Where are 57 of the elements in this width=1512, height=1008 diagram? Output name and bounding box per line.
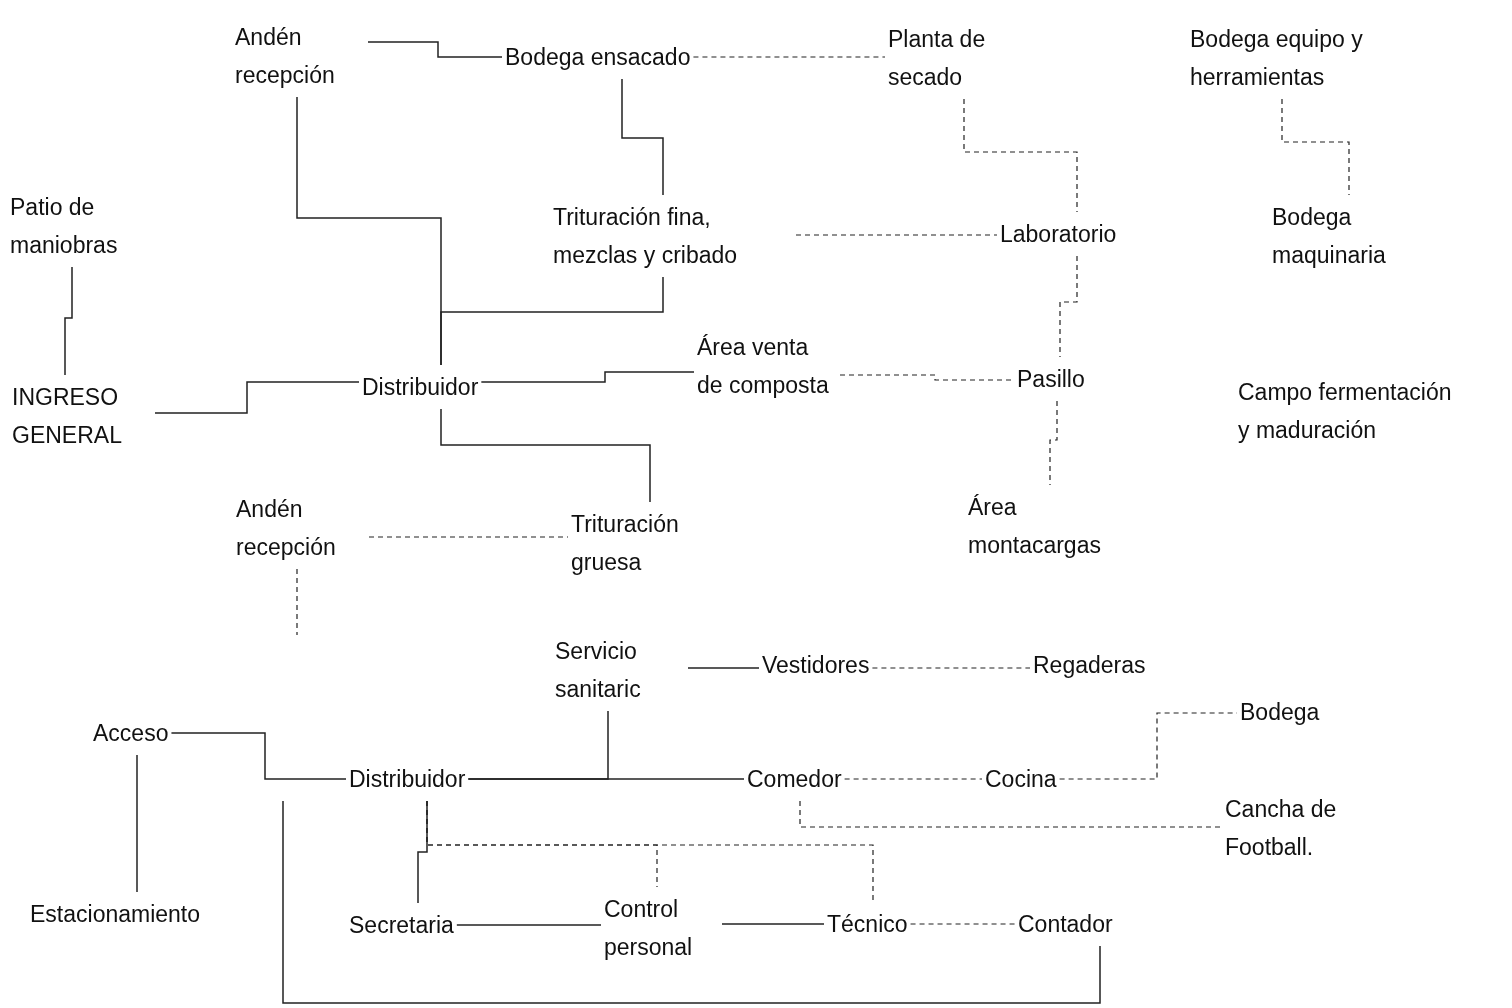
connector-line	[1281, 98, 1350, 196]
connector-line	[367, 41, 503, 58]
connector-line	[170, 732, 347, 780]
area-label: Área montacargas	[968, 488, 1118, 564]
area-label: Cocina	[985, 760, 1057, 798]
connector-line	[844, 778, 983, 780]
area-label: Acceso	[93, 714, 169, 752]
connector-line	[721, 923, 825, 925]
connector-line	[440, 408, 651, 503]
area-label: Servicio sanitaric	[555, 632, 685, 708]
area-label: Cancha de Football.	[1225, 790, 1365, 866]
connector-line	[456, 924, 602, 926]
area-label: Planta de secado	[888, 20, 1028, 96]
connector-line	[687, 667, 760, 669]
area-label: Secretaria	[349, 906, 454, 944]
area-label: Bodega maquinaria	[1272, 198, 1412, 274]
connector-line	[795, 234, 998, 236]
connector-line	[426, 800, 874, 903]
area-label: Patio de maniobras	[10, 188, 150, 264]
connector-line	[154, 381, 360, 414]
connector-line	[963, 98, 1078, 213]
connector-line	[440, 276, 664, 366]
area-label: Control personal	[604, 890, 719, 966]
area-label: Laboratorio	[1000, 215, 1117, 253]
connector-line	[467, 710, 609, 780]
area-label: INGRESO GENERAL	[12, 378, 152, 454]
area-label: Andén recepción	[235, 18, 365, 94]
connector-line	[296, 568, 298, 636]
connector-line	[871, 667, 1031, 669]
connector-line	[136, 754, 138, 893]
connector-line	[1059, 255, 1078, 358]
area-label: Andén recepción	[236, 490, 366, 566]
connector-line	[692, 56, 886, 58]
area-label: Estacionamiento	[30, 895, 201, 933]
connector-line	[621, 78, 664, 196]
area-label: Bodega equipo y herramientas	[1190, 20, 1380, 96]
area-label: Área venta de composta	[697, 328, 837, 404]
area-label: Comedor	[747, 760, 842, 798]
area-label: Vestidores	[762, 646, 870, 684]
area-label: Bodega ensacado	[505, 38, 691, 76]
connector-line	[799, 800, 1223, 828]
connector-line	[1049, 400, 1058, 486]
connector-line	[480, 371, 695, 383]
area-label: Distribuidor	[349, 760, 466, 798]
area-label: Contador	[1018, 905, 1113, 943]
connector-line	[64, 266, 73, 376]
area-label: Técnico	[827, 905, 908, 943]
connector-line	[368, 536, 569, 538]
area-label: Distribuidor	[362, 368, 479, 406]
area-label: Campo fermentación y maduración	[1238, 373, 1463, 449]
connector-line	[909, 923, 1016, 925]
area-label: Trituración fina, mezclas y cribado	[553, 198, 793, 274]
connector-line	[282, 800, 1101, 1004]
area-label: Regaderas	[1033, 646, 1146, 684]
area-label: Trituración gruesa	[571, 505, 711, 581]
area-label: Pasillo	[1017, 360, 1085, 398]
area-label: Bodega	[1240, 693, 1320, 731]
